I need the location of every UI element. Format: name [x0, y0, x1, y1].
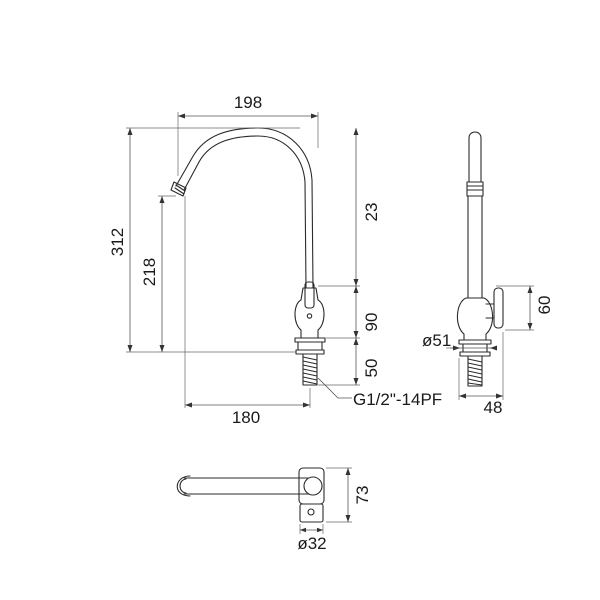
base-flange — [294, 337, 326, 343]
side-spout-outline — [468, 131, 482, 183]
valve-body — [294, 287, 325, 339]
dim-base-diameter: ø51 — [422, 331, 451, 350]
top-view: 73 ø32 — [176, 467, 372, 553]
dim-shank: 50 — [362, 359, 381, 378]
dim-body-length: 73 — [353, 486, 372, 505]
dim-width-total: 198 — [234, 93, 262, 112]
side-aerator — [466, 181, 484, 197]
threaded-shank — [302, 353, 318, 386]
front-view: 198 312 218 23 90 50 180 G1/2"-14PF — [108, 93, 442, 427]
dim-reach: 180 — [232, 408, 260, 427]
dim-spout-diameter: ø32 — [297, 534, 326, 553]
side-view: 60 ø51 48 — [422, 131, 554, 417]
thread-spec-label: G1/2"-14PF — [353, 390, 442, 409]
aerator-nozzle — [170, 181, 187, 197]
spout-inner-outline — [183, 135, 307, 289]
dim-height-spout: 218 — [140, 258, 159, 286]
dim-lever-height: 60 — [535, 296, 554, 315]
dim-base-depth: 48 — [484, 398, 503, 417]
dim-upper: 23 — [362, 203, 381, 222]
spout-outer-outline — [175, 127, 314, 289]
side-lever — [493, 287, 504, 329]
top-mount-hole — [307, 508, 315, 516]
top-nozzle-end — [176, 475, 191, 497]
dim-height-total: 312 — [108, 228, 127, 256]
top-base-body — [298, 467, 325, 505]
lever-handle — [304, 281, 315, 309]
dim-body: 90 — [362, 313, 381, 332]
